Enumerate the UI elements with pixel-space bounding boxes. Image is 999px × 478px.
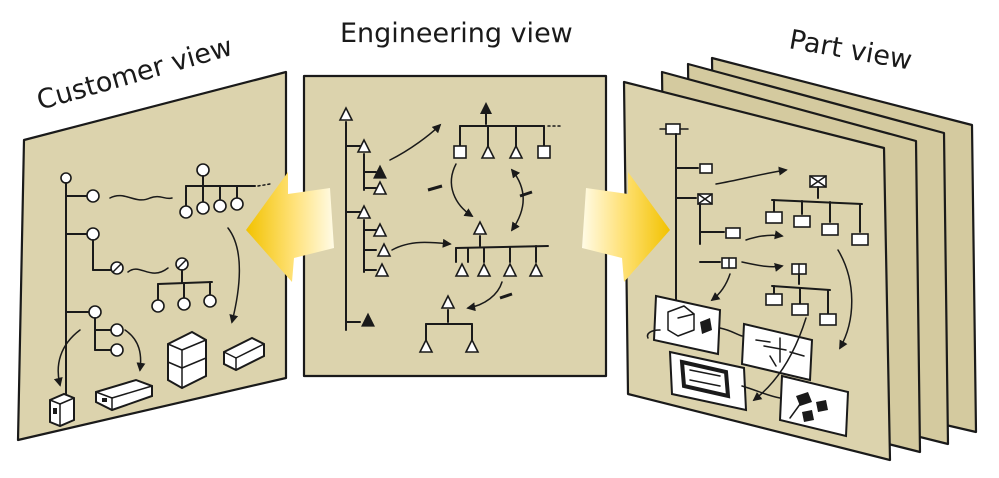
engineering-tree [338, 106, 392, 331]
customer-tree [60, 172, 124, 399]
part-tree [659, 123, 741, 301]
customer-blocks [49, 330, 265, 428]
customer-view-panel [16, 70, 288, 442]
engineering-structure-top [453, 102, 561, 159]
engineering-structure-bottom [418, 294, 480, 353]
arrow-right-icon [582, 172, 670, 282]
part-drawing-cards [652, 294, 850, 438]
part-structure-top [765, 175, 869, 246]
arrow-left-icon [246, 172, 334, 282]
engineering-view-panel [302, 74, 608, 378]
engineering-structure-middle [454, 220, 549, 277]
engineering-view-title: Engineering view [340, 18, 573, 49]
part-view-panel [622, 80, 892, 462]
customer-org-middle [151, 257, 217, 313]
customer-org-top [179, 163, 271, 219]
part-structure-middle [765, 263, 837, 326]
part-view-title: Part view [787, 24, 915, 76]
